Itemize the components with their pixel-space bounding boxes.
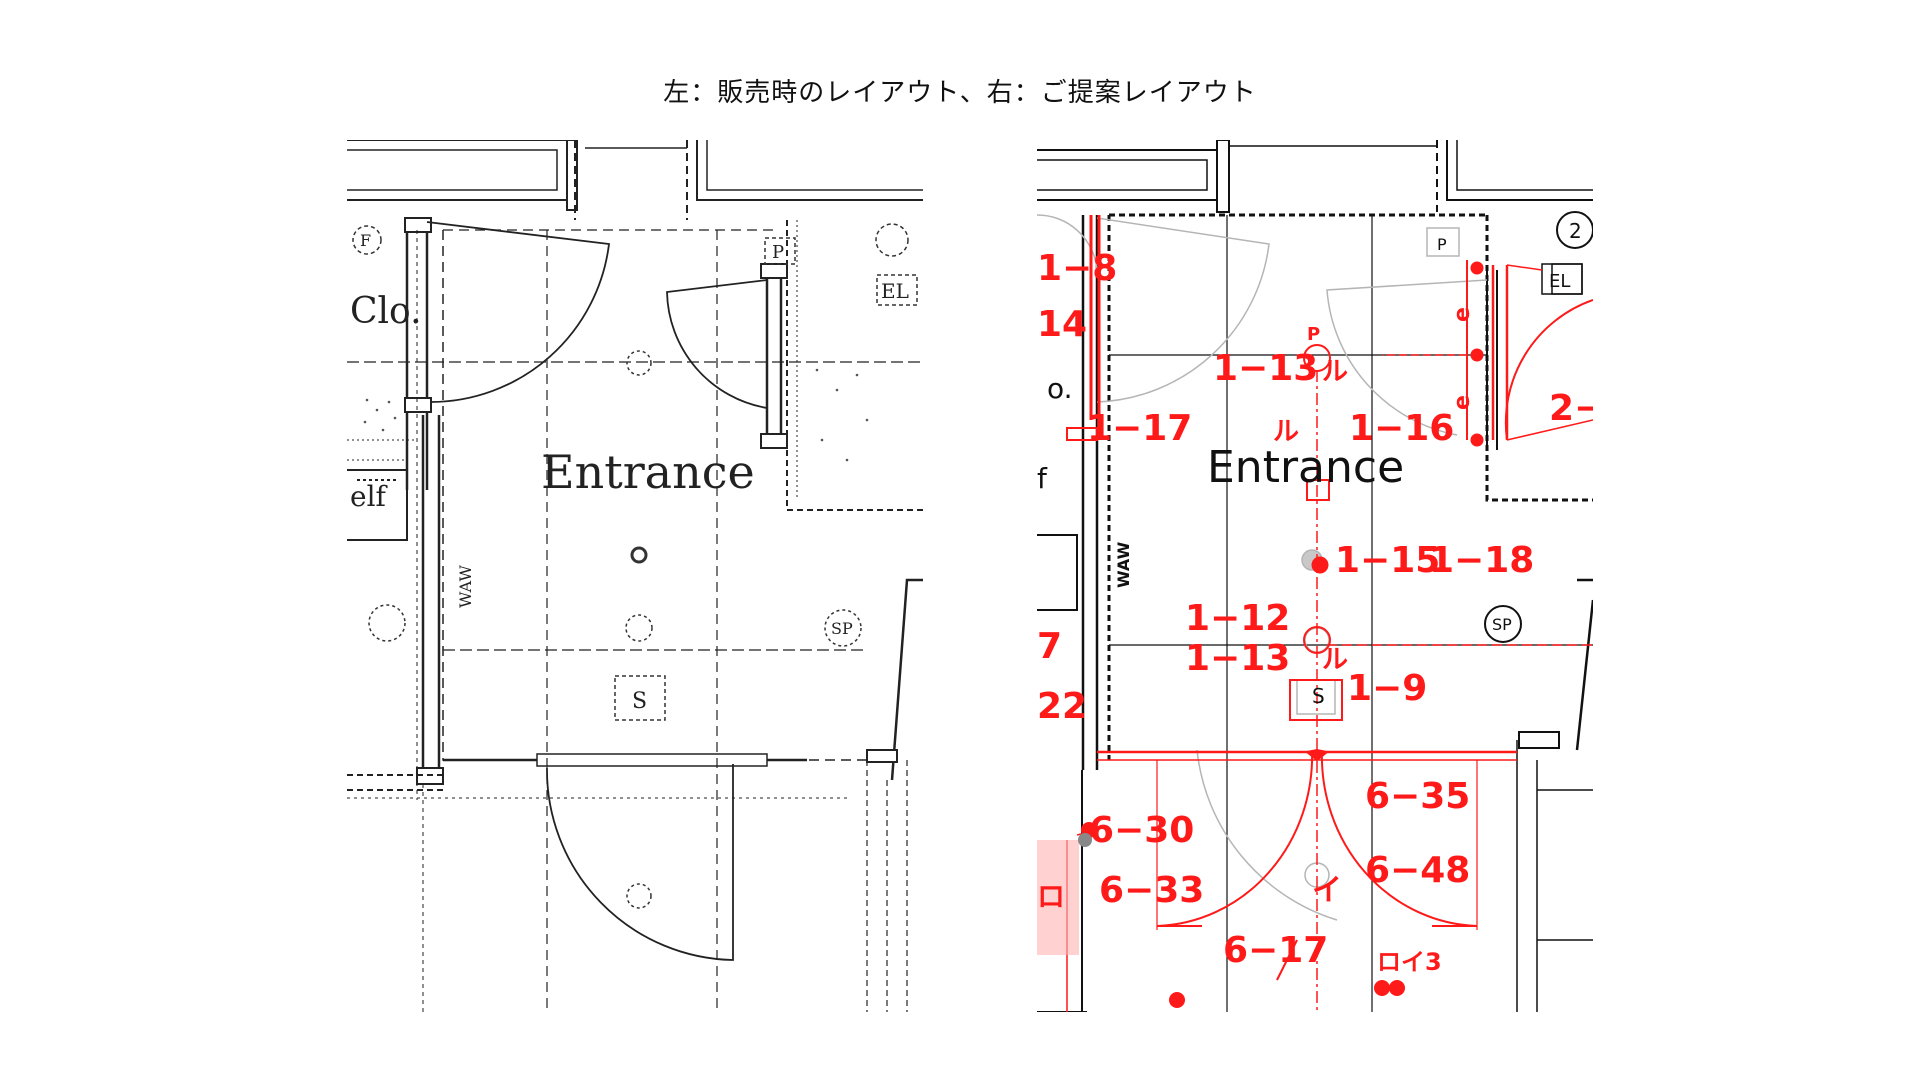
light-fixture-icon [626,350,652,376]
wall-symbol-icon [368,604,406,642]
outlet-dot-icon [1470,348,1484,362]
circuit-label: 1−18 [1429,540,1534,581]
outlet-dot-icon [1470,261,1484,275]
circuit-label: 1−13 [1213,348,1318,389]
outlet-dot-icon [1311,556,1329,574]
outlet-dot-icon [1169,992,1185,1008]
el-symbol-label: EL [881,279,909,303]
speaker-icon [1484,605,1522,643]
p-symbol-label: P [1437,235,1447,254]
speaker-label: SP [831,619,853,638]
el-symbol-label: EL [1549,271,1570,292]
top-left-wall [347,140,568,201]
outlet-dot-icon [1470,433,1484,447]
circuit-label: 1−12 [1185,598,1290,639]
circuit-label: 6−30 [1089,810,1194,851]
circuit-label: 1−17 [1087,408,1192,449]
fixture-2-label: 2 [1569,219,1582,243]
circuit-letter-label: e [1450,307,1475,322]
right-floorplan-drawing: 2 EL SP S P o. f WAW Entrance 1−8 14 1−1… [1037,140,1593,1012]
outlet-dot-icon [1389,980,1405,996]
circuit-label: 7 [1037,626,1062,667]
waw-label: WAW [1114,541,1133,588]
fixture-2-icon [1556,211,1593,249]
f-symbol-label: F [360,231,371,250]
circuit-label: 1−16 [1349,408,1454,449]
circuit-letter-label: P [1307,324,1320,345]
circuit-letter-label: ロイ3 [1377,948,1442,976]
waw-label: WAW [456,564,475,608]
room-fragment-label: o. [1047,372,1073,405]
circuit-letter-label: ロ [1037,880,1065,913]
speaker-label: SP [1492,615,1512,634]
shelf-fragment-label: f [1037,462,1048,495]
circuit-label: 1−13 [1185,638,1290,679]
sensor-symbol-label: S [632,689,647,714]
entrance-room-label: Entrance [541,445,755,499]
circuit-label: 6−48 [1365,850,1470,891]
sensor-symbol-icon [614,675,666,721]
shelf-label: elf [350,480,389,513]
circuit-letter-label: e [1450,395,1475,410]
left-floorplan-panel: Clo. elf Entrance P EL S F SP WAW [347,140,923,1012]
circuit-label: 1−8 [1037,248,1117,289]
circuit-label: 6−35 [1365,776,1470,817]
figure-caption: 左：販売時のレイアウト、右：ご提案レイアウト [663,78,1257,108]
f-symbol-icon [352,225,382,255]
light-fixture-icon [625,614,653,642]
circuit-letter-label: ル [1322,357,1348,387]
entrance-room-label: Entrance [1207,442,1404,493]
circuit-letter-label: イ [1312,873,1342,908]
downlight-icon [630,546,648,564]
circuit-label: 6−33 [1099,870,1204,911]
circuit-letter-label: ル [1273,417,1299,447]
circuit-letter-label: ル [1322,645,1348,675]
circuit-label: 2− [1549,388,1593,429]
circuit-label: 14 [1037,304,1087,345]
left-floorplan-drawing: Clo. elf Entrance P EL S F SP WAW [347,140,923,1012]
circuit-label: 22 [1037,686,1087,727]
circuit-label: 1−15 [1335,540,1440,581]
ceiling-light-icon [626,883,652,909]
sensor-symbol-label: S [1312,684,1325,708]
circuit-label: 6−17 [1223,930,1328,971]
p-symbol-icon [764,237,796,265]
right-floorplan-panel: 2 EL SP S P o. f WAW Entrance 1−8 14 1−1… [1037,140,1593,1012]
closet-label: Clo. [350,291,422,332]
highlighted-area [1037,840,1079,955]
p-symbol-label: P [772,242,784,263]
outlet-dot-icon [1374,980,1390,996]
speaker-icon [824,609,862,647]
circuit-label: 1−9 [1347,668,1427,709]
